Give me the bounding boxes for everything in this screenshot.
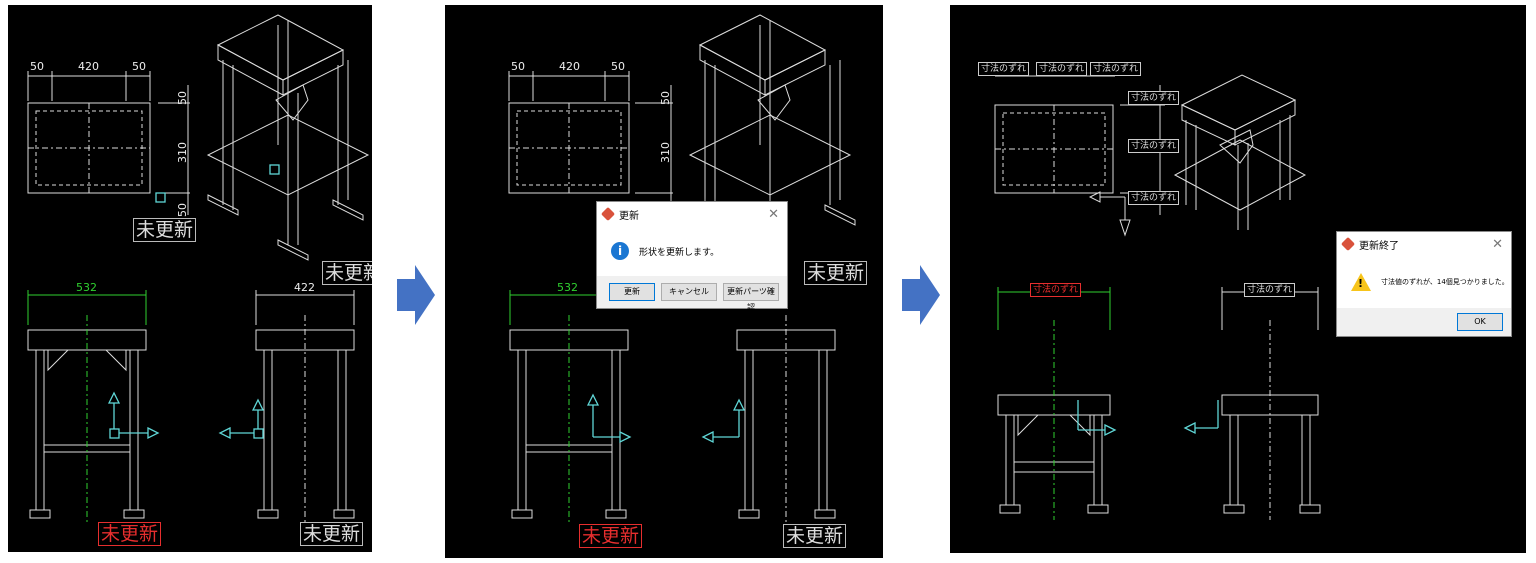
close-icon[interactable]: ✕ [768, 206, 779, 222]
cad-drawing [27, 14, 370, 525]
app-logo-icon [1340, 236, 1356, 252]
status-tag-top-view: 未更新 [133, 218, 197, 242]
close-icon[interactable]: ✕ [1492, 236, 1503, 252]
dim-top-2: 420 [559, 60, 580, 73]
status-tag-front-view: 未更新 [98, 522, 162, 546]
dialog-body: i 形状を更新します。 [597, 226, 787, 276]
dim-side-2: 310 [176, 142, 189, 163]
dialog-body: ! 寸法値のずれが、14個見つかりました。 [1337, 256, 1511, 308]
deviation-tag: 寸法のずれ [1128, 91, 1180, 105]
status-tag-side-view: 未更新 [783, 524, 847, 548]
cad-panel-update-dialog[interactable]: 50 420 50 50 310 532 未更新 未更新 未更新 更新 ✕ i … [445, 5, 883, 558]
flow-arrow-1-icon [397, 265, 435, 325]
warning-icon: ! [1351, 273, 1371, 291]
dim-top-3: 50 [132, 60, 146, 73]
ok-button[interactable]: OK [1457, 313, 1503, 331]
dim-side-1: 50 [176, 91, 189, 105]
dim-side-3: 50 [176, 203, 189, 217]
flow-arrow-2-icon [902, 265, 940, 325]
status-tag-side-view: 未更新 [300, 522, 364, 546]
cad-panel-before[interactable]: 50 420 50 50 310 50 532 422 未更新 未更新 未更新 … [8, 5, 372, 552]
update-dialog: 更新 ✕ i 形状を更新します。 更新 キャンセル 更新パーツ確認 [596, 201, 788, 312]
dim-top-2: 420 [78, 60, 99, 73]
deviation-tag: 寸法のずれ [978, 62, 1030, 76]
update-button[interactable]: 更新 [609, 283, 655, 301]
update-finished-dialog: 更新終了 ✕ ! 寸法値のずれが、14個見つかりました。 OK [1336, 231, 1512, 337]
deviation-tag: 寸法のずれ [1036, 62, 1088, 76]
dim-front-width: 532 [557, 281, 578, 294]
cad-panel-after-update[interactable]: 寸法のずれ 寸法のずれ 寸法のずれ 寸法のずれ 寸法のずれ 寸法のずれ 寸法のず… [950, 5, 1526, 553]
dialog-footer: 更新 キャンセル 更新パーツ確認 [597, 276, 787, 312]
deviation-tag-side: 寸法のずれ [1244, 283, 1296, 297]
check-parts-button[interactable]: 更新パーツ確認 [723, 283, 779, 312]
cancel-button[interactable]: キャンセル [661, 283, 717, 301]
dialog-message: 形状を更新します。 [639, 247, 720, 258]
status-tag-iso-view: 未更新 [804, 261, 868, 285]
deviation-tag: 寸法のずれ [1090, 62, 1142, 76]
dialog-titlebar: 更新終了 ✕ [1337, 232, 1511, 256]
deviation-tag: 寸法のずれ [1128, 191, 1180, 205]
status-tag-iso-view: 未更新 [322, 261, 372, 285]
dim-top-1: 50 [30, 60, 44, 73]
status-tag-front-view: 未更新 [579, 524, 643, 548]
dim-side-width: 422 [294, 281, 315, 294]
dim-front-width: 532 [76, 281, 97, 294]
dim-top-3: 50 [611, 60, 625, 73]
dialog-message: 寸法値のずれが、14個見つかりました。 [1381, 278, 1509, 286]
app-logo-icon [600, 206, 616, 222]
dim-side-1: 50 [659, 91, 672, 105]
info-icon: i [611, 242, 629, 260]
dim-side-2: 310 [659, 142, 672, 163]
dialog-titlebar: 更新 ✕ [597, 202, 787, 226]
deviation-tag-front: 寸法のずれ [1030, 283, 1082, 297]
deviation-tag: 寸法のずれ [1128, 139, 1180, 153]
dialog-title: 更新 [619, 210, 639, 222]
dialog-footer: OK [1337, 308, 1511, 336]
dialog-title: 更新終了 [1359, 240, 1399, 252]
dim-top-1: 50 [511, 60, 525, 73]
